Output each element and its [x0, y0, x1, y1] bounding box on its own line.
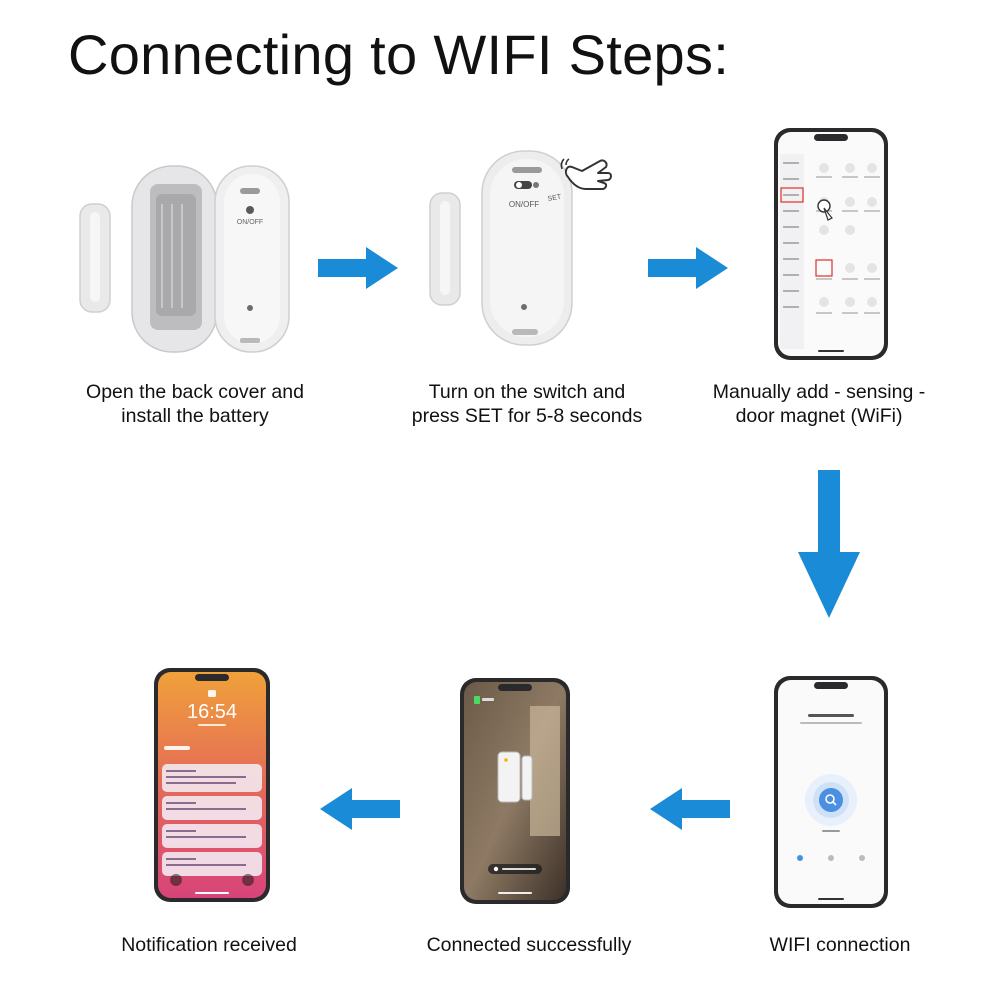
- switch-label: ON/OFF: [509, 200, 539, 209]
- door-frame: [530, 706, 560, 836]
- step1-image: ON/OFF: [79, 165, 290, 353]
- step5-phone: [460, 678, 570, 904]
- sensing-category-highlight: [780, 187, 804, 203]
- hand-tap-icon: [817, 199, 833, 221]
- page-title: Connecting to WIFI Steps:: [68, 23, 730, 86]
- sensor-on-door: [497, 751, 521, 803]
- step2-caption: Turn on the switch and press SET for 5-8…: [411, 381, 643, 427]
- camera-icon: [242, 874, 254, 886]
- battery: [156, 194, 196, 316]
- cover-switch-label: ON/OFF: [237, 219, 263, 226]
- step3-caption: Manually add - sensing - door magnet (Wi…: [712, 381, 926, 427]
- flashlight-icon: [170, 874, 182, 886]
- lockscreen-time: 16:54: [187, 701, 237, 723]
- step1-caption: Open the back cover and install the batt…: [86, 381, 304, 427]
- arrow-right-icon: [648, 247, 728, 289]
- arrow-right-icon: [318, 247, 398, 289]
- hand-press-icon: [560, 158, 612, 190]
- step6-phone: 16:54: [154, 668, 270, 902]
- step4-caption: WIFI connection: [769, 934, 911, 956]
- arrow-left-icon: [320, 788, 400, 830]
- arrow-left-icon: [650, 788, 730, 830]
- scan-circle: [819, 788, 843, 812]
- arrow-down-icon: [798, 470, 860, 618]
- step4-phone: [774, 676, 888, 908]
- search-icon: [825, 794, 837, 806]
- set-button: [533, 182, 539, 188]
- magnet-on-door: [521, 755, 533, 801]
- step6-caption: Notification received: [121, 934, 297, 956]
- step2-image: ON/OFF SET: [429, 150, 612, 346]
- door-magnet-highlight: [815, 259, 833, 277]
- set-label: SET: [547, 194, 562, 203]
- step5-caption: Connected successfully: [426, 934, 632, 956]
- step3-phone: [774, 128, 888, 360]
